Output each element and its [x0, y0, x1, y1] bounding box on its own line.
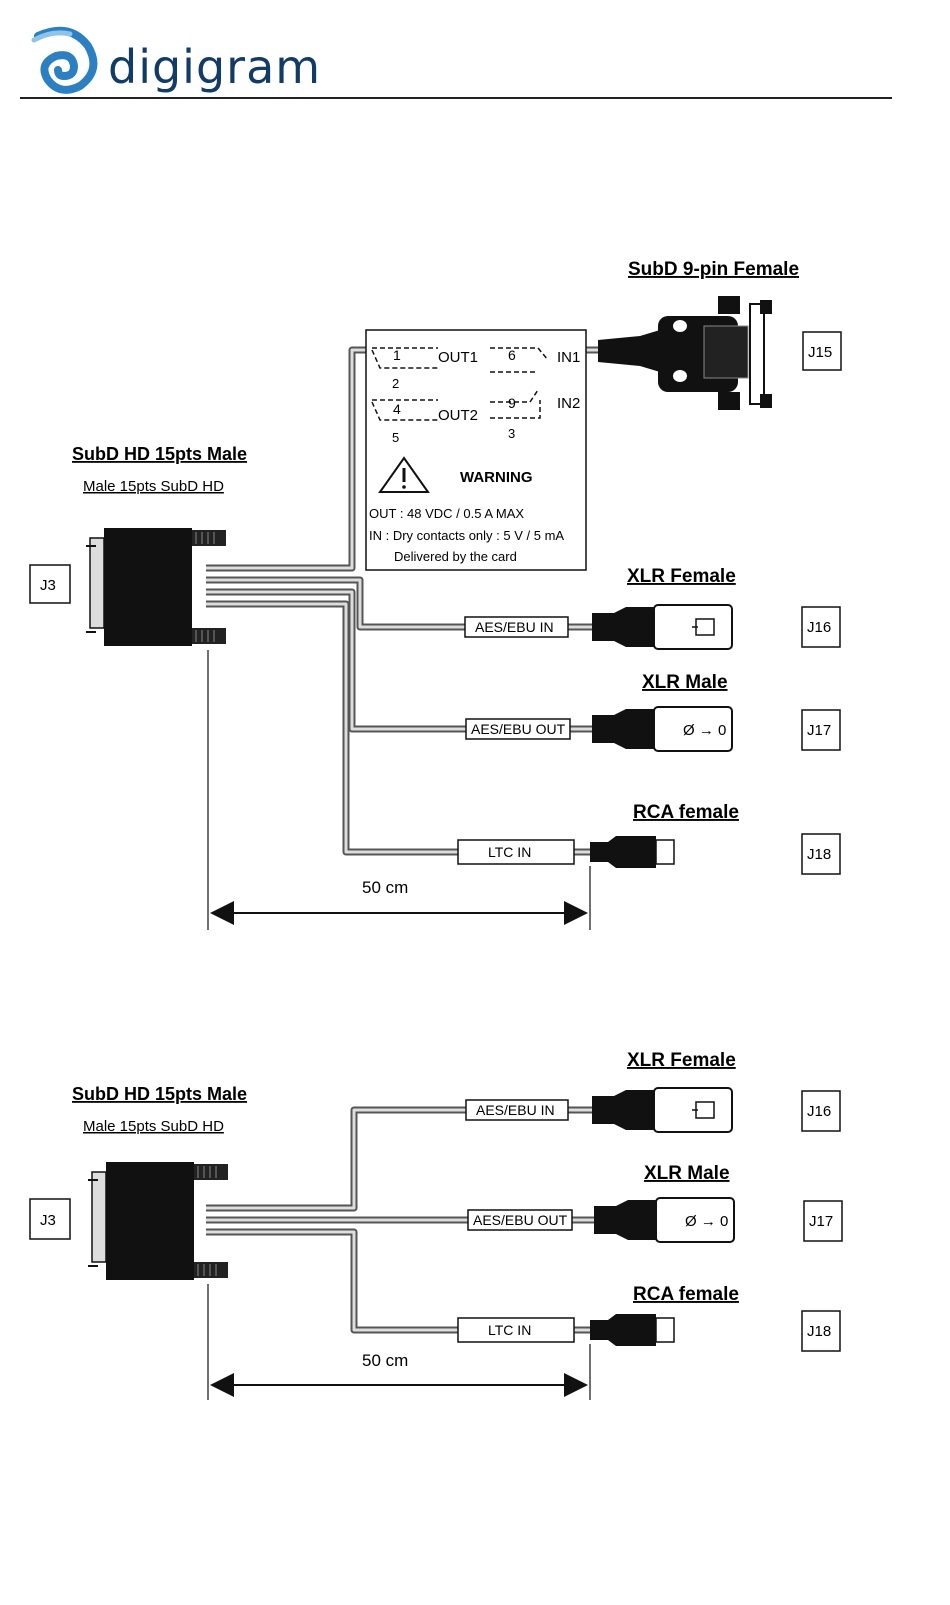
length-dimension-2: 50 cm [207, 1284, 591, 1400]
j3-label-1: J3 [40, 577, 56, 594]
ltc-in-label-2: LTC IN [488, 1322, 531, 1338]
in2-label: IN2 [557, 395, 580, 412]
j16-label-2: J16 [807, 1103, 831, 1120]
out2-label: OUT2 [438, 407, 478, 424]
j17-label-1: J17 [807, 722, 831, 739]
j3-label-2: J3 [40, 1212, 56, 1229]
j16-box-2: J16 [801, 1090, 841, 1132]
subdhd-connector-1 [85, 527, 227, 647]
j15-label: J15 [808, 344, 832, 361]
aes-in-label-1: AES/EBU IN [475, 619, 554, 635]
j15-box: J15 [802, 331, 842, 371]
rca-title-2: RCA female [633, 1284, 739, 1305]
aes-out-label-2: AES/EBU OUT [473, 1212, 568, 1228]
xlr-male-symbol-1: Ø → 0 [683, 722, 726, 739]
warning-label: WARNING [460, 469, 533, 486]
subdhd-title-1: SubD HD 15pts Male [72, 444, 247, 464]
j18-box-1: J18 [801, 833, 841, 875]
warning-line-3: Delivered by the card [394, 549, 517, 564]
aes-out-label-1: AES/EBU OUT [471, 721, 566, 737]
pin-3: 3 [508, 426, 515, 441]
xlr-male-title-2: XLR Male [644, 1163, 730, 1184]
ltc-in-tag-1: LTC IN [457, 839, 575, 865]
xlr-female-title-1: XLR Female [627, 566, 736, 587]
xlr-female-connector-2 [591, 1087, 733, 1133]
subdhd-title-2: SubD HD 15pts Male [72, 1084, 247, 1104]
diagram-2: SubD HD 15pts Male Male 15pts SubD HD J3… [29, 1050, 843, 1400]
cable-bundle-2 [206, 1106, 594, 1334]
j16-label-1: J16 [807, 619, 831, 636]
in1-label: IN1 [557, 349, 580, 366]
aes-in-tag-2: AES/EBU IN [465, 1099, 569, 1121]
ltc-in-tag-2: LTC IN [457, 1317, 575, 1343]
j17-box-1: J17 [801, 709, 841, 751]
rca-connector-1 [589, 835, 675, 869]
warning-icon [378, 456, 430, 493]
header-rule [20, 97, 892, 99]
subdhd-subtitle-1: Male 15pts SubD HD [83, 478, 224, 495]
j3-box-2: J3 [29, 1198, 71, 1240]
relay-warning-box: 1 2 OUT1 4 5 OUT2 6 9 3 IN1 IN2 WARNING … [365, 329, 587, 571]
pin-2: 2 [392, 376, 399, 391]
out1-label: OUT1 [438, 349, 478, 366]
pin-4: 4 [393, 401, 401, 417]
digigram-logo: digigram [30, 26, 360, 96]
length-label-1: 50 cm [362, 878, 408, 897]
j18-box-2: J18 [801, 1310, 841, 1352]
logo-swirl-icon [31, 26, 98, 94]
rca-title-1: RCA female [633, 802, 739, 823]
subd9-connector [598, 296, 772, 410]
j18-label-1: J18 [807, 846, 831, 863]
xlr-male-title-1: XLR Male [642, 672, 728, 693]
pin-1: 1 [393, 347, 401, 363]
cable-bundle-1 [206, 346, 600, 856]
length-dimension-1: 50 cm [207, 650, 591, 930]
logo-text: digigram [108, 40, 322, 94]
rca-connector-2 [589, 1313, 675, 1347]
warning-line-2: IN : Dry contacts only : 5 V / 5 mA [369, 528, 564, 543]
j16-box-1: J16 [801, 606, 841, 648]
subd9-title: SubD 9-pin Female [628, 259, 799, 280]
warning-line-1: OUT : 48 VDC / 0.5 A MAX [369, 506, 524, 521]
xlr-female-connector-1 [591, 604, 733, 650]
xlr-male-symbol-2: Ø → 0 [685, 1213, 728, 1230]
subdhd-subtitle-2: Male 15pts SubD HD [83, 1118, 224, 1135]
j17-box-2: J17 [803, 1200, 843, 1242]
xlr-female-title-2: XLR Female [627, 1050, 736, 1071]
diagram-1: SubD HD 15pts Male Male 15pts SubD HD J3… [29, 259, 842, 930]
ltc-in-label-1: LTC IN [488, 844, 531, 860]
j3-box-1: J3 [29, 564, 71, 604]
aes-out-tag-2: AES/EBU OUT [467, 1209, 573, 1231]
j17-label-2: J17 [809, 1213, 833, 1230]
length-label-2: 50 cm [362, 1351, 408, 1370]
j18-label-2: J18 [807, 1323, 831, 1340]
pin-9: 9 [508, 395, 516, 411]
aes-in-label-2: AES/EBU IN [476, 1102, 555, 1118]
aes-in-tag-1: AES/EBU IN [464, 616, 569, 638]
pin-6: 6 [508, 347, 516, 363]
pin-5: 5 [392, 430, 399, 445]
aes-out-tag-1: AES/EBU OUT [465, 718, 571, 740]
